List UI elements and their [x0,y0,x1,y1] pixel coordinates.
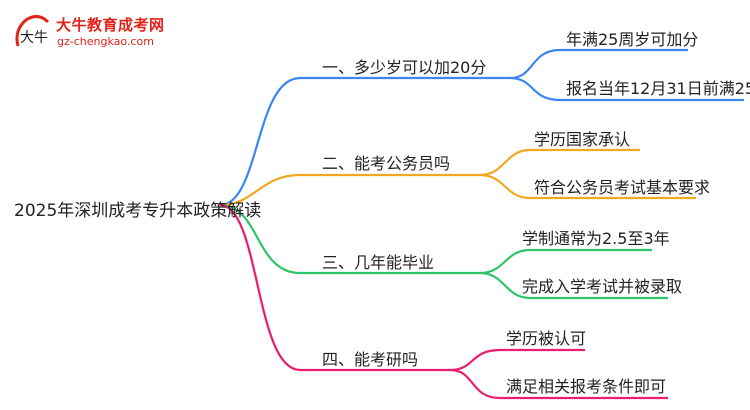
leaf-2-2[interactable]: 符合公务员考试基本要求 [534,178,711,197]
edge-branch-1-leaf-2 [509,76,744,102]
branch-4-label[interactable]: 四、能考研吗 [322,350,419,369]
leaf-1-1[interactable]: 年满25周岁可加分 [566,30,699,49]
site-logo[interactable]: 大牛 大牛教育成考网 gz-chengkao.com [10,10,170,54]
edge-branch-1-leaf-1 [509,48,688,80]
edge-branch-3-leaf-2 [479,271,668,300]
leaf-4-2[interactable]: 满足相关报考条件即可 [506,377,667,396]
leaf-2-1[interactable]: 学历国家承认 [534,130,631,149]
edge-root-branch-2 [219,173,480,207]
branch-3-label[interactable]: 三、几年能毕业 [322,253,435,272]
logo-url: gz-chengkao.com [57,35,154,48]
edge-root-branch-1 [219,76,510,207]
edge-branch-4-leaf-2 [449,368,668,400]
logo-title: 大牛教育成考网 [56,16,165,34]
logo-mark-icon: 大牛 [15,15,50,47]
leaf-1-2[interactable]: 报名当年12月31日前满25岁 [566,79,750,98]
leaf-4-1[interactable]: 学历被认可 [506,329,587,348]
logo-mark-text: 大牛 [20,30,48,46]
edge-branch-4-leaf-1 [449,348,585,372]
edge-branch-2-leaf-2 [479,173,696,200]
leaf-3-1[interactable]: 学制通常为2.5至3年 [522,229,670,248]
branch-2-label[interactable]: 二、能考公务员吗 [322,154,451,173]
edge-root-branch-3 [219,203,480,275]
branch-1-label[interactable]: 一、多少岁可以加20分 [322,58,487,77]
edge-branch-3-leaf-1 [479,248,652,275]
edge-root-branch-4 [219,203,450,372]
edge-branch-2-leaf-1 [479,148,640,177]
root-topic[interactable]: 2025年深圳成考专升本政策解读 [14,201,262,221]
leaf-3-2[interactable]: 完成入学考试并被录取 [522,277,683,296]
